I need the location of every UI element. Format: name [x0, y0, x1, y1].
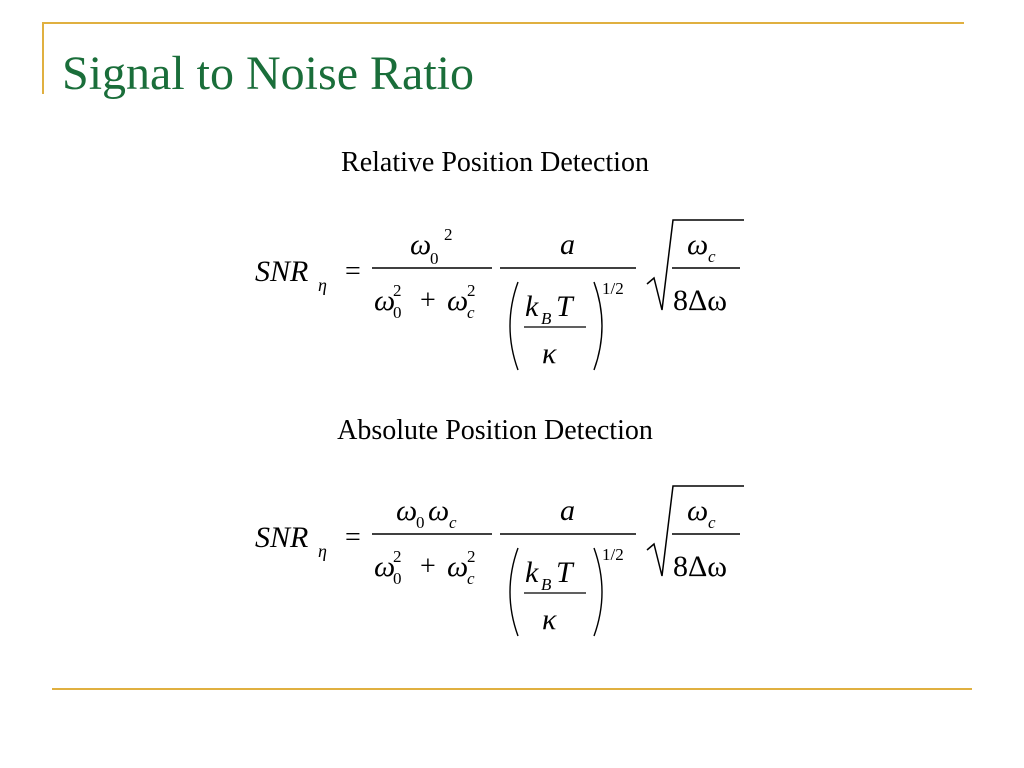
numerator-omega-0-sub: 0 — [416, 513, 425, 532]
left-paren — [509, 281, 519, 371]
square-root-sign — [646, 485, 744, 577]
relative-detection-heading: Relative Position Detection — [341, 147, 649, 178]
right-paren — [593, 281, 603, 371]
root-denominator: 8Δω — [673, 550, 727, 583]
equals-sign: = — [345, 256, 361, 287]
amplitude-a: a — [560, 494, 575, 527]
plus-sign: + — [420, 285, 436, 316]
left-paren — [509, 547, 519, 637]
numerator-omega-0: ω — [396, 494, 417, 527]
denominator-omega-0-sub: 0 — [393, 303, 402, 322]
slide-title: Signal to Noise Ratio — [62, 47, 474, 100]
square-root-sign — [646, 219, 744, 311]
root-omega-c-sub: c — [708, 247, 716, 266]
amplitude-a: a — [560, 228, 575, 261]
relative-snr-equation: SNR η = ω 0 2 ω 0 2 + ω c 2 a k B T κ 1/… — [255, 219, 744, 371]
top-rule — [42, 22, 964, 24]
numerator-omega: ω — [410, 228, 431, 261]
denominator-omega-c-sup: 2 — [467, 281, 476, 300]
boltzmann-k-sub: B — [541, 309, 552, 328]
snr-label: SNR — [255, 521, 308, 554]
boltzmann-k-sub: B — [541, 575, 552, 594]
left-rule — [42, 22, 44, 94]
snr-subscript-eta: η — [318, 541, 327, 561]
denominator-omega-0-sub: 0 — [393, 569, 402, 588]
snr-subscript-eta: η — [318, 275, 327, 295]
exponent-half: 1/2 — [602, 279, 624, 298]
denominator-omega-c-sub: c — [467, 303, 475, 322]
numerator-omega-sup: 2 — [444, 225, 453, 244]
root-omega-c: ω — [687, 494, 708, 527]
plus-sign: + — [420, 551, 436, 582]
bottom-rule — [52, 688, 972, 690]
absolute-snr-equation: SNR η = ω 0 ω c ω 0 2 + ω c 2 a k B T κ … — [255, 485, 744, 637]
boltzmann-k: k — [525, 290, 539, 323]
denominator-omega-c-sup: 2 — [467, 547, 476, 566]
denominator-omega-c: ω — [447, 550, 468, 583]
denominator-omega-c: ω — [447, 284, 468, 317]
kappa: κ — [542, 603, 557, 636]
numerator-omega-c: ω — [428, 494, 449, 527]
root-omega-c: ω — [687, 228, 708, 261]
absolute-detection-heading: Absolute Position Detection — [337, 415, 653, 446]
kappa: κ — [542, 337, 557, 370]
equals-sign: = — [345, 522, 361, 553]
root-omega-c-sub: c — [708, 513, 716, 532]
denominator-omega-0-sup: 2 — [393, 281, 402, 300]
right-paren — [593, 547, 603, 637]
numerator-omega-sub: 0 — [430, 249, 439, 268]
denominator-omega-c-sub: c — [467, 569, 475, 588]
denominator-omega-0: ω — [374, 550, 395, 583]
boltzmann-k: k — [525, 556, 539, 589]
denominator-omega-0-sup: 2 — [393, 547, 402, 566]
exponent-half: 1/2 — [602, 545, 624, 564]
temperature-T: T — [556, 556, 575, 589]
root-denominator: 8Δω — [673, 284, 727, 317]
numerator-omega-c-sub: c — [449, 513, 457, 532]
temperature-T: T — [556, 290, 575, 323]
snr-label: SNR — [255, 255, 308, 288]
denominator-omega-0: ω — [374, 284, 395, 317]
